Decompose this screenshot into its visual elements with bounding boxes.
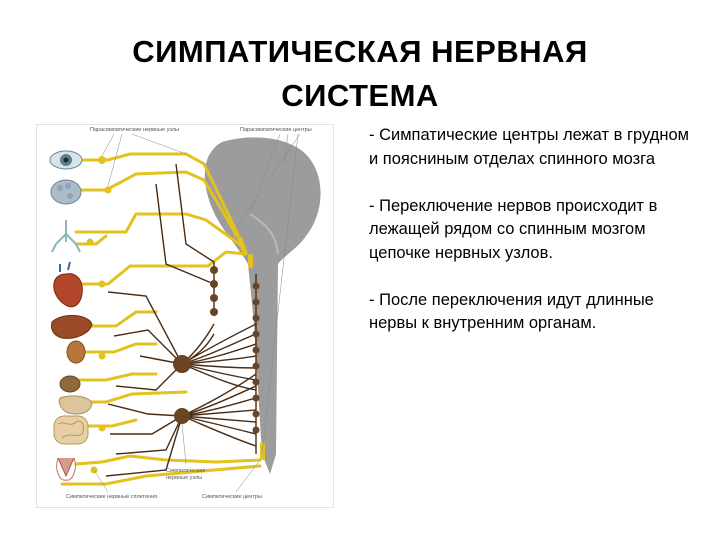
label-leaders bbox=[93, 133, 301, 493]
organ-heart bbox=[53, 261, 83, 308]
slide-title-line2: СИСТЕМА bbox=[281, 78, 439, 113]
organ-stomach bbox=[58, 395, 93, 415]
label-sympathetic-nodes-line1: Симпатические bbox=[166, 468, 206, 474]
bullet-list: - Симпатические центры лежат в грудном и… bbox=[369, 124, 699, 359]
organ-salivary-gland bbox=[50, 179, 82, 205]
organ-intestines bbox=[53, 415, 89, 445]
slide-title: СИМПАТИЧЕСКАЯ НЕРВНАЯ СИСТЕМА bbox=[40, 30, 680, 118]
bullet-item: - После переключения идут длинные нервы … bbox=[369, 290, 654, 333]
label-sympathetic-plexus: Симпатические нервные сплетения bbox=[66, 494, 158, 500]
sympathetic-ganglia bbox=[173, 266, 260, 434]
brain-spinal-cord bbox=[204, 137, 321, 474]
label-sympathetic-centers: Симпатические центры bbox=[202, 494, 262, 500]
organ-liver bbox=[51, 315, 93, 339]
label-parasympathetic-centers: Парасимпатические центры bbox=[240, 127, 312, 133]
nervous-system-diagram bbox=[36, 124, 334, 508]
organ-lungs bbox=[51, 220, 81, 253]
organ-kidney bbox=[66, 340, 86, 364]
organ-eye bbox=[49, 150, 83, 170]
nervous-system-illustration: Парасимпатические нервные узлы Парасимпа… bbox=[36, 124, 334, 508]
label-sympathetic-nodes-line2: нервные узлы bbox=[166, 475, 203, 481]
bullet-item: - Переключение нервов происходит в лежащ… bbox=[369, 196, 658, 262]
slide-title-line1: СИМПАТИЧЕСКАЯ НЕРВНАЯ bbox=[132, 34, 588, 69]
organ-bladder-small bbox=[59, 375, 81, 393]
bullet-item: - Симпатические центры лежат в грудном и… bbox=[369, 126, 689, 168]
label-parasympathetic-nodes: Парасимпатические нервные узлы bbox=[90, 127, 180, 133]
organ-reproductive bbox=[56, 457, 76, 481]
